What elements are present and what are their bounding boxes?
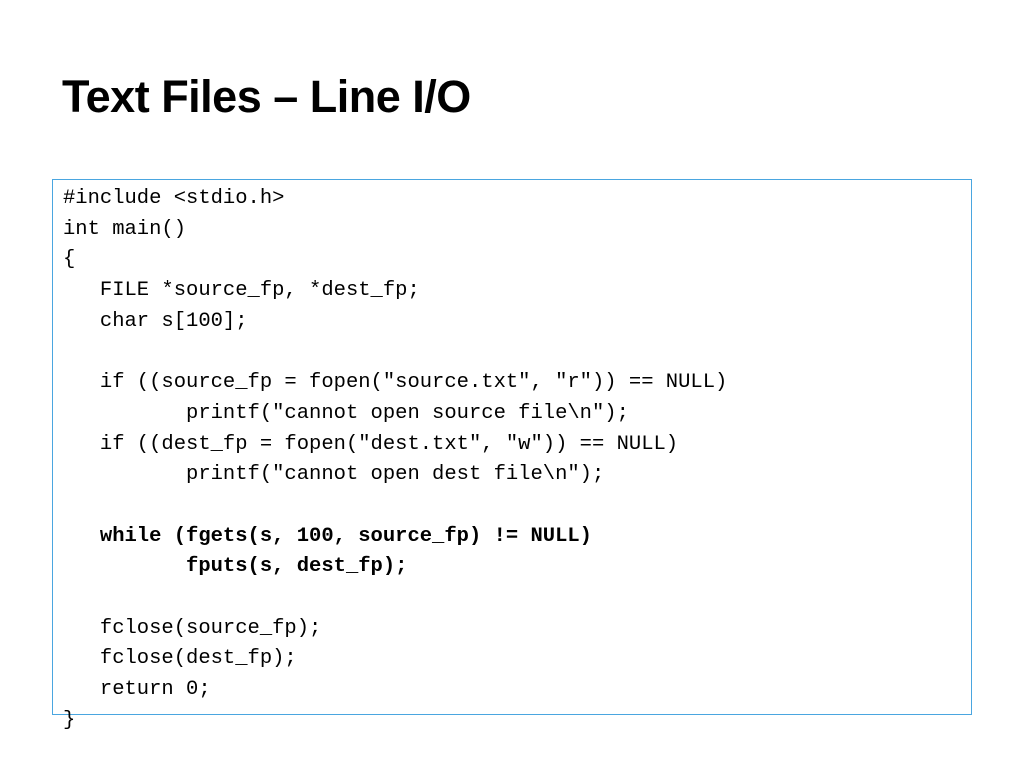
code-line-open-source: if ((source_fp = fopen("source.txt", "r"… <box>63 371 728 395</box>
code-line-file-declaration: FILE *source_fp, *dest_fp; <box>63 279 420 303</box>
code-line-blank <box>63 337 727 368</box>
code-line-include: #include <stdio.h> <box>63 187 285 210</box>
code-line-open-dest: if ((dest_fp = fopen("dest.txt", "w")) =… <box>63 432 679 456</box>
code-line-fclose-source: fclose(source_fp); <box>63 616 322 640</box>
code-block: #include <stdio.h> int main() { FILE *sour… <box>63 184 727 736</box>
slide-title: Text Files – Line I/O <box>62 71 471 122</box>
code-line-close-brace: } <box>63 708 76 732</box>
code-line-source-error: printf("cannot open source file\n"); <box>63 401 629 425</box>
code-line-open-brace: { <box>63 248 76 272</box>
code-line-blank <box>63 491 727 522</box>
code-line-buffer-declaration: char s[100]; <box>63 309 248 333</box>
code-box <box>52 179 972 715</box>
code-line-dest-error: printf("cannot open dest file\n"); <box>63 463 605 487</box>
code-line-fputs: fputs(s, dest_fp); <box>63 555 408 579</box>
code-line-main-signature: int main() <box>63 217 187 241</box>
code-line-blank <box>63 583 727 614</box>
code-line-while-fgets: while (fgets(s, 100, source_fp) != NULL) <box>63 524 592 548</box>
code-line-return: return 0; <box>63 678 211 701</box>
code-line-fclose-dest: fclose(dest_fp); <box>63 647 297 671</box>
